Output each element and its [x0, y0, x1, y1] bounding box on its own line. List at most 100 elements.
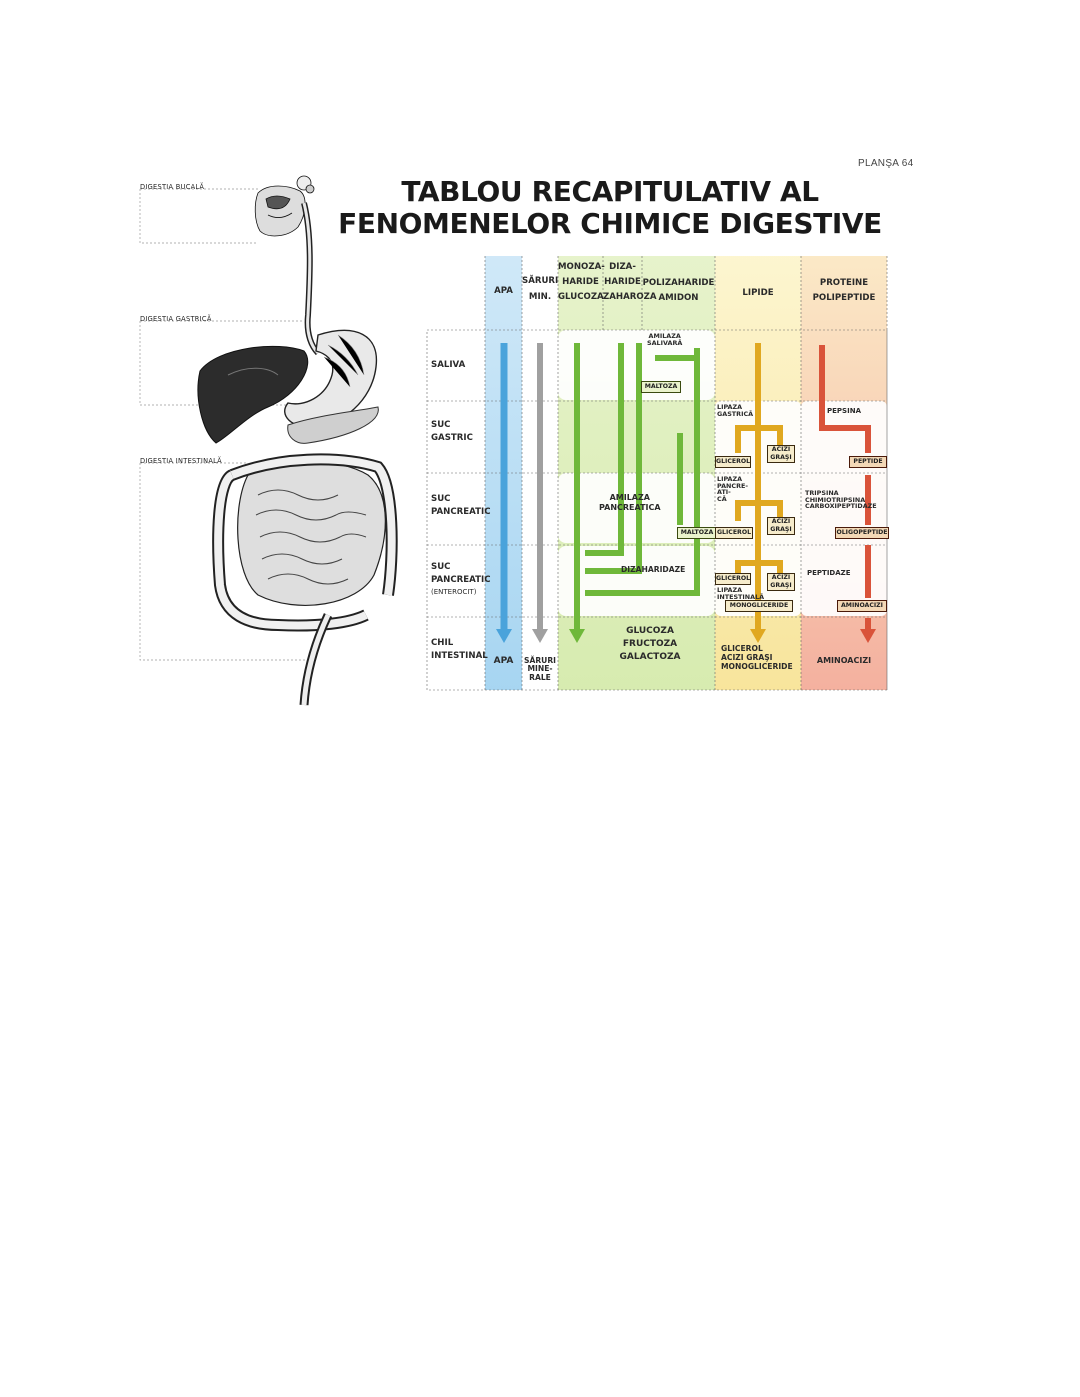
- header-lipide: LIPIDE: [742, 288, 774, 298]
- header-saruri-l2: MIN.: [528, 291, 552, 302]
- product-acizi-grasi-gastric-l1: ACIZI: [771, 446, 791, 453]
- final-lipide: GLICEROL ACIZI GRAŞI MONOGLICERIDE: [721, 644, 793, 671]
- row-label-enterocit-l2: PANCREATIC: [431, 574, 491, 585]
- product-acizi-grasi-pancreatic-l1: ACIZI: [771, 518, 791, 525]
- header-polizaharide-l1: POLIZAHARIDE: [642, 278, 715, 288]
- enzyme-amilaza-pancreatica-l2: PANCREATICA: [599, 502, 661, 512]
- header-dizaharide-l3: ZAHAROZA: [603, 291, 657, 302]
- product-monogliceride: MONOGLICERIDE: [725, 600, 793, 612]
- table-graphics: [426, 256, 888, 691]
- header-proteine-l1: PROTEINE: [819, 278, 869, 288]
- enzyme-lipaza-pancreatica-l2: PANCRE-: [717, 481, 749, 490]
- row-label-suc-gastric: SUC GASTRIC: [431, 419, 473, 445]
- header-monozaharide-l2: HARIDE: [562, 276, 599, 287]
- enzyme-tripsina-l3: CARBOXIPEPTIDAZE: [805, 502, 877, 511]
- enzyme-amilaza-pancreatica-l1: AMILAZA: [609, 493, 650, 502]
- apa-arrow: [496, 343, 512, 643]
- row-label-suc-pancreatic-l1: SUC: [431, 494, 451, 504]
- row-label-saliva: SALIVA: [431, 360, 466, 370]
- enzyme-amilaza-salivara-l1: AMILAZA: [648, 332, 681, 340]
- enzyme-pepsina: PEPSINA: [827, 407, 861, 415]
- header-apa: APA: [494, 286, 513, 296]
- header-dizaharide: DIZA- HARIDE ZAHAROZA: [603, 262, 657, 303]
- final-glucoza: GLUCOZA: [626, 626, 674, 636]
- lipide-arrows: [735, 343, 783, 631]
- enzyme-lipaza-intestinala: LIPAZA INTESTINALĂ: [717, 587, 764, 600]
- enzyme-peptidaze: PEPTIDAZE: [807, 569, 851, 577]
- product-peptide: PEPTIDE: [849, 456, 887, 468]
- final-saruri: SĂRURI MINE- RALE: [522, 656, 558, 682]
- final-saruri-l2: MINE-: [527, 664, 553, 674]
- final-glucide: GLUCOZA FRUCTOZA GALACTOZA: [585, 625, 715, 664]
- product-glicerol-intestinal: GLICEROL: [715, 573, 751, 585]
- row-label-suc-gastric-l1: SUC: [431, 420, 451, 430]
- product-maltoza-saliva: MALTOZA: [641, 381, 681, 393]
- final-saruri-l3: RALE: [529, 672, 551, 682]
- product-acizi-grasi-intestinal: ACIZI GRAŞI: [767, 573, 795, 591]
- digestion-summary-table: APA SĂRURI MIN. MONOZA- HARIDE GLUCOZA D…: [425, 253, 890, 693]
- header-proteine-l2: POLIPEPTIDE: [812, 292, 876, 303]
- product-acizi-grasi-intestinal-l2: GRAŞI: [770, 582, 792, 589]
- enzyme-lipaza-gastrica-l2: GASTRICĂ: [717, 409, 754, 418]
- enzyme-lipaza-gastrica: LIPAZA GASTRICĂ: [717, 404, 753, 417]
- product-maltoza-pancreatic: MALTOZA: [677, 527, 717, 539]
- product-acizi-grasi-pancreatic: ACIZI GRAŞI: [767, 517, 795, 535]
- enzyme-amilaza-salivara-l2: SALIVARĂ: [647, 338, 683, 347]
- header-proteine: PROTEINE POLIPEPTIDE: [801, 278, 887, 304]
- product-glicerol-gastric: GLICEROL: [715, 456, 751, 468]
- product-acizi-grasi-gastric-l2: GRAŞI: [770, 454, 792, 461]
- final-galactoza: GALACTOZA: [619, 652, 681, 663]
- product-aminoacizi: AMINOACIZI: [837, 600, 887, 612]
- row-label-chil: CHIL INTESTINAL: [431, 637, 488, 663]
- final-aminoacizi: AMINOACIZI: [816, 656, 872, 665]
- product-oligopeptide: OLIGOPEPTIDE: [835, 527, 889, 539]
- digestive-system-illustration: DIGESTIA BUCALĂ DIGESTIA GASTRICĂ DIGEST…: [128, 175, 428, 720]
- enzyme-lipaza-intestinala-l1: LIPAZA: [717, 586, 743, 594]
- glucide-arrows: [574, 343, 700, 631]
- enzyme-lipaza-pancreatica: LIPAZA PANCRE- ATI- CĂ: [717, 476, 748, 503]
- title-line-2: FENOMENELOR CHIMICE DIGESTIVE: [338, 207, 882, 240]
- digestive-tract-drawing: [139, 175, 398, 706]
- product-acizi-grasi-gastric: ACIZI GRAŞI: [767, 445, 795, 463]
- header-dizaharide-l2: HARIDE: [604, 276, 641, 287]
- header-dizaharide-l1: DIZA-: [609, 262, 636, 272]
- row-label-suc-pancreatic-l2: PANCREATIC: [431, 506, 491, 517]
- enzyme-dizaharidaze: DIZAHARIDAZE: [621, 565, 686, 574]
- title-line-1: TABLOU RECAPITULATIV AL: [401, 175, 819, 208]
- saruri-arrow: [532, 343, 548, 643]
- header-monozaharide-l1: MONOZA-: [558, 262, 605, 272]
- page-title: TABLOU RECAPITULATIV AL FENOMENELOR CHIM…: [330, 176, 890, 240]
- label-digestie-bucala: DIGESTIA BUCALĂ: [140, 183, 205, 191]
- final-apa: APA: [493, 656, 514, 666]
- final-glicerol: GLICEROL: [721, 644, 763, 653]
- header-monozaharide: MONOZA- HARIDE GLUCOZA: [558, 262, 605, 303]
- final-saruri-l1: SĂRURI: [523, 656, 557, 665]
- row-label-suc-gastric-l2: GASTRIC: [431, 432, 473, 443]
- page-number-label: PLANŞA 64: [858, 158, 914, 169]
- enzyme-lipaza-pancreatica-l3: ATI-: [717, 488, 731, 497]
- enzyme-tripsina: TRIPSINA CHIMIOTRIPSINA CARBOXIPEPTIDAZE: [805, 490, 877, 510]
- product-glicerol-pancreatic: GLICEROL: [715, 527, 753, 539]
- enzyme-tripsina-l1: TRIPSINA: [805, 489, 839, 497]
- proteine-arrows: [819, 345, 871, 631]
- final-fructoza: FRUCTOZA: [622, 639, 678, 650]
- enzyme-lipaza-pancreatica-l1: LIPAZA: [717, 475, 743, 483]
- header-polizaharide-l2: AMIDON: [658, 292, 699, 303]
- row-label-suc-pancreatic-enterocit: SUC PANCREATIC (ENTEROCIT): [431, 561, 491, 597]
- row-label-enterocit-l1: SUC: [431, 562, 451, 572]
- header-saruri: SĂRURI MIN.: [522, 276, 559, 303]
- final-monogliceride: MONOGLICERIDE: [721, 662, 793, 672]
- label-digestie-gastrica: DIGESTIA GASTRICĂ: [140, 315, 212, 323]
- row-label-enterocit-l3: (ENTEROCIT): [431, 587, 477, 596]
- label-digestie-intestinala: DIGESTIA INTESTINALĂ: [140, 457, 222, 465]
- product-acizi-grasi-pancreatic-l2: GRAŞI: [770, 526, 792, 533]
- enzyme-tripsina-l2: CHIMIOTRIPSINA: [805, 495, 866, 504]
- enzyme-amilaza-pancreatica: AMILAZA PANCREATICA: [599, 493, 661, 512]
- row-label-chil-l1: CHIL: [431, 638, 454, 648]
- enzyme-lipaza-gastrica-l1: LIPAZA: [717, 403, 743, 411]
- product-acizi-grasi-intestinal-l1: ACIZI: [771, 574, 791, 581]
- header-monozaharide-l3: GLUCOZA: [558, 291, 604, 302]
- header-saruri-l1: SĂRURI: [522, 276, 559, 286]
- row-label-suc-pancreatic: SUC PANCREATIC: [431, 493, 491, 519]
- enzyme-lipaza-intestinala-l2: INTESTINALĂ: [717, 592, 765, 601]
